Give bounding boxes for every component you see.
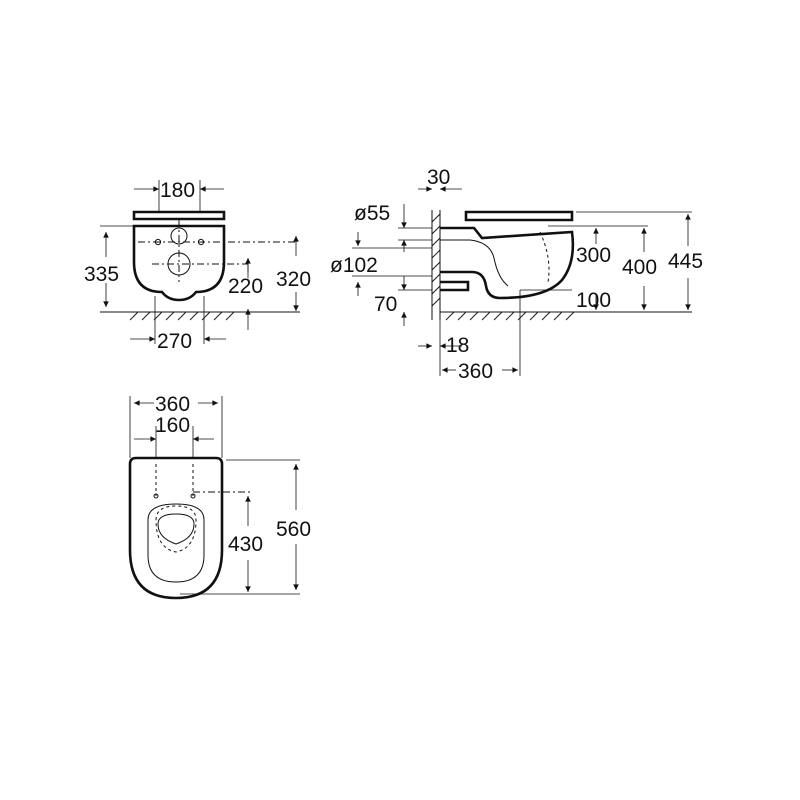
side-offset-18-label: 18	[446, 334, 469, 357]
top-fixing-hole-right	[190, 493, 196, 499]
side-pipe-55-label: ø55	[354, 202, 390, 225]
top-depth-560-label: 560	[276, 518, 311, 541]
front-inlet-circle	[170, 227, 188, 245]
front-seat-lid	[132, 210, 226, 221]
side-trap	[440, 239, 509, 287]
front-width-180-label: 180	[160, 179, 195, 202]
side-height-445-label: 445	[668, 250, 703, 273]
side-wall-gap-30-label: 30	[427, 166, 450, 189]
side-height-400-label: 400	[622, 256, 657, 279]
top-view: 360 160 430 560	[128, 393, 311, 600]
top-depth-430-label: 430	[228, 533, 263, 556]
side-offset-70-label: 70	[374, 293, 397, 316]
side-seat-lid	[464, 210, 574, 222]
top-width-360-label: 360	[155, 393, 190, 416]
front-width-270-label: 270	[157, 330, 192, 353]
side-wall-hatch	[431, 213, 441, 307]
side-view: 30 ø55 ø102 70 300 400 445	[330, 166, 703, 383]
side-floor-hatch	[445, 311, 575, 321]
front-bowl-outline	[132, 224, 226, 302]
front-view: 180 335 220 320 270	[84, 179, 311, 353]
front-height-320-label: 320	[276, 268, 311, 291]
side-pipe	[440, 280, 470, 292]
side-bowl-inner	[539, 231, 550, 283]
front-height-335-label: 335	[84, 263, 119, 286]
front-floor-hatch	[129, 311, 235, 321]
top-width-160-label: 160	[155, 414, 190, 437]
top-drain-outline	[157, 513, 195, 545]
side-bowl-outline	[440, 226, 575, 300]
top-bowl-outline	[128, 456, 224, 600]
side-height-300-label: 300	[576, 244, 611, 267]
side-pipe-102-label: ø102	[330, 254, 378, 277]
top-bowl-rim	[147, 503, 205, 583]
front-height-220-label: 220	[228, 275, 263, 298]
side-depth-360-label: 360	[458, 360, 493, 383]
top-inner-dots	[155, 505, 197, 553]
side-floor-100-label: 100	[576, 289, 611, 312]
top-fixing-hole-left	[153, 493, 159, 499]
